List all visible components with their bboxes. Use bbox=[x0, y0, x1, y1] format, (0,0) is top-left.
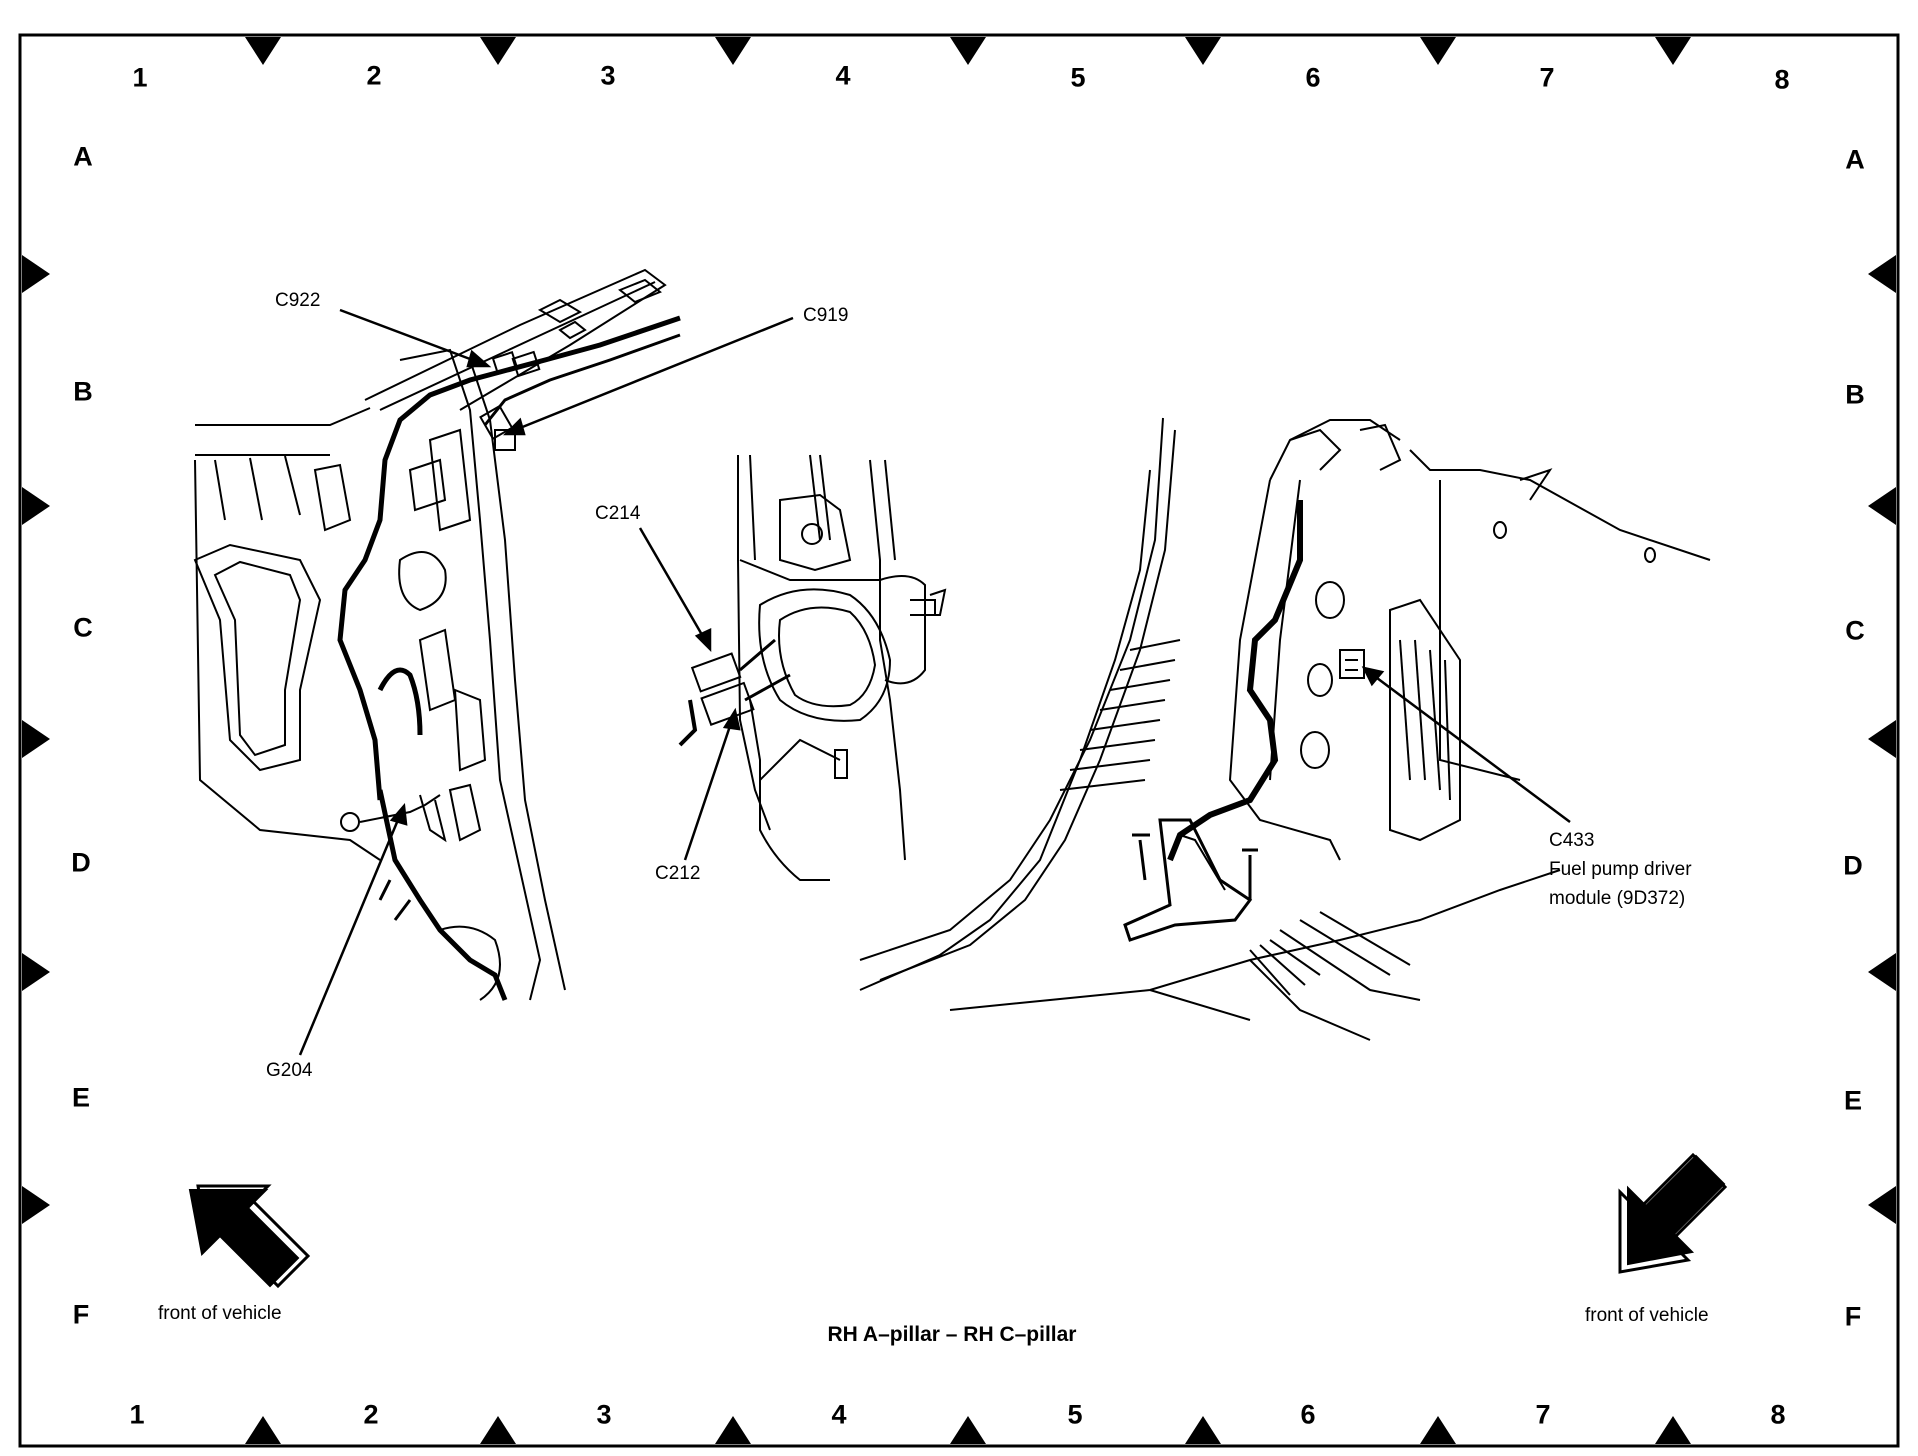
callout-c214: C214 bbox=[595, 503, 641, 524]
left-grid-markers bbox=[22, 255, 50, 1224]
callout-c433: C433 Fuel pump driver module (9D372) bbox=[1549, 826, 1692, 913]
grid-row-left-a: A bbox=[73, 141, 93, 172]
grid-col-bottom-7: 7 bbox=[1535, 1399, 1551, 1430]
grid-col-bottom-6: 6 bbox=[1300, 1399, 1316, 1430]
grid-col-bottom-3: 3 bbox=[596, 1399, 612, 1430]
callout-c922: C922 bbox=[275, 290, 321, 311]
front-arrow-icon bbox=[188, 1184, 311, 1289]
diagram-title: RH A–pillar – RH C–pillar bbox=[827, 1323, 1077, 1346]
c-pillar-view bbox=[859, 417, 1711, 1041]
callout-c433-desc-2: module (9D372) bbox=[1549, 888, 1686, 909]
grid-row-left-b: B bbox=[73, 376, 93, 407]
grid-col-top-4: 4 bbox=[835, 60, 851, 91]
grid-col-top-2: 2 bbox=[366, 60, 382, 91]
grid-col-top-8: 8 bbox=[1774, 64, 1790, 95]
grid-col-top-5: 5 bbox=[1070, 62, 1086, 93]
callout-c212: C212 bbox=[655, 863, 701, 884]
grid-col-bottom-5: 5 bbox=[1067, 1399, 1083, 1430]
leader-lines bbox=[298, 308, 1571, 1056]
callout-g204: G204 bbox=[266, 1060, 313, 1081]
grid-row-right-c: C bbox=[1845, 615, 1865, 646]
callout-c919: C919 bbox=[803, 305, 849, 326]
grid-row-left-f: F bbox=[72, 1299, 90, 1330]
top-grid-markers bbox=[245, 37, 1691, 65]
right-grid-markers bbox=[1868, 255, 1896, 1224]
grid-row-right-e: E bbox=[1843, 1085, 1863, 1116]
grid-row-left-d: D bbox=[71, 847, 91, 878]
front-of-vehicle-note-right: front of vehicle bbox=[1585, 1305, 1709, 1326]
grid-row-right-f: F bbox=[1844, 1301, 1862, 1332]
grid-col-top-1: 1 bbox=[132, 62, 148, 93]
a-pillar-view bbox=[193, 268, 681, 1001]
grid-col-top-6: 6 bbox=[1305, 62, 1321, 93]
middle-view bbox=[678, 454, 947, 881]
callout-c433-desc-1: Fuel pump driver bbox=[1549, 859, 1692, 880]
front-of-vehicle-note-left: front of vehicle bbox=[158, 1303, 282, 1324]
callout-c433-id: C433 bbox=[1549, 830, 1595, 851]
grid-col-top-7: 7 bbox=[1539, 62, 1555, 93]
grid-col-bottom-8: 8 bbox=[1770, 1399, 1786, 1430]
grid-col-bottom-1: 1 bbox=[129, 1399, 145, 1430]
grid-row-right-b: B bbox=[1845, 379, 1865, 410]
diagram-border bbox=[18, 33, 1900, 1448]
grid-row-left-e: E bbox=[71, 1082, 91, 1113]
grid-col-bottom-4: 4 bbox=[831, 1399, 847, 1430]
grid-row-right-d: D bbox=[1843, 850, 1863, 881]
grid-row-left-c: C bbox=[73, 612, 93, 643]
grid-col-bottom-2: 2 bbox=[363, 1399, 379, 1430]
front-arrow-icon bbox=[1618, 1152, 1728, 1274]
grid-col-top-3: 3 bbox=[600, 60, 616, 91]
bottom-grid-markers bbox=[245, 1416, 1691, 1444]
grid-row-right-a: A bbox=[1845, 144, 1865, 175]
